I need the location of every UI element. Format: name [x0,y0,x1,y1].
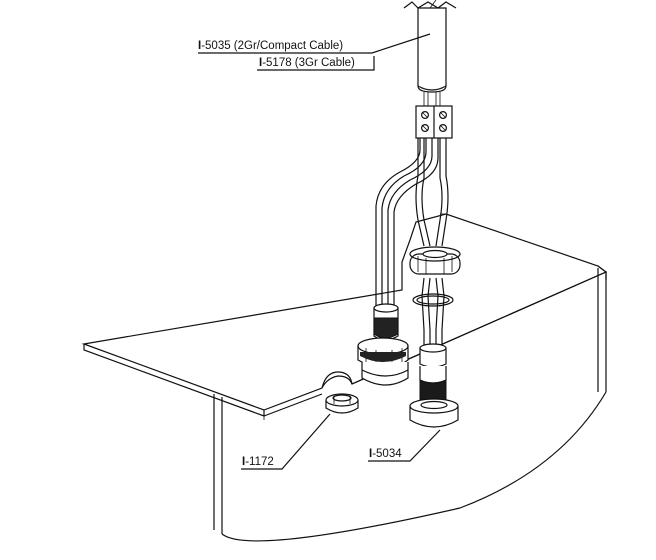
callout-5178: I-5178 (3Gr Cable) [257,56,375,71]
callout-5034: I-5034 [368,429,441,462]
main-gland [409,343,459,428]
wires-right [415,138,449,346]
callout-5034-label: I-5034 [369,448,402,460]
wires-left [375,138,439,306]
enclosure [81,213,608,542]
callout-5035: I-5035 (2Gr/Compact Cable) [198,33,431,54]
small-gland [357,303,409,386]
gland-nut [409,246,461,275]
callout-1172-label: I-1172 [242,456,274,468]
callout-5035-label: I-5035 (2Gr/Compact Cable) [198,40,343,52]
callout-1172: I-1172 [241,413,331,470]
cable-sheath [403,0,457,106]
o-ring [412,293,454,307]
terminal-block [415,105,453,139]
sealing-plug [325,393,359,414]
callout-5178-label: I-5178 (3Gr Cable) [259,57,355,69]
